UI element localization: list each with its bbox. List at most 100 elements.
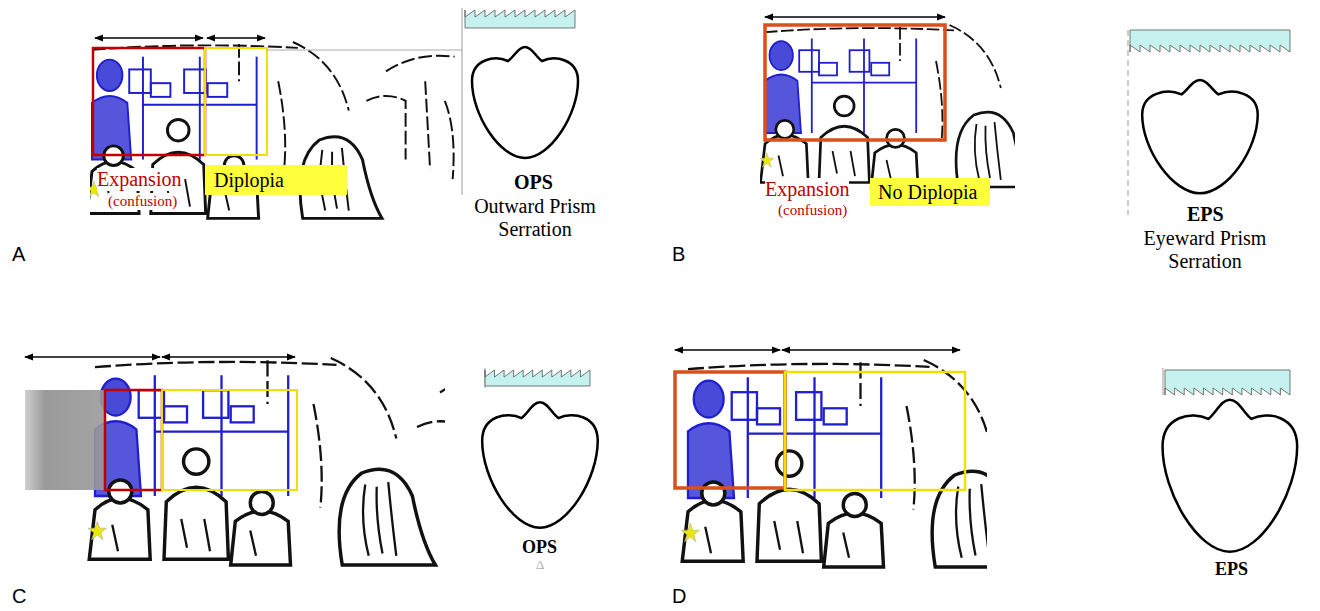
hatch-stroke bbox=[388, 482, 396, 556]
sketch-line bbox=[278, 81, 285, 169]
highlight-box: No Diplopia bbox=[870, 178, 990, 206]
sketch-line bbox=[445, 101, 454, 179]
scene-photo bbox=[681, 360, 987, 567]
prism-segment bbox=[1165, 370, 1290, 395]
hatch-stroke bbox=[204, 519, 210, 551]
passenger bbox=[231, 511, 291, 565]
sketch-line bbox=[765, 28, 954, 32]
window bbox=[796, 392, 821, 420]
scotoma-shade bbox=[25, 390, 105, 490]
window bbox=[184, 69, 206, 93]
scene-sketch bbox=[88, 358, 445, 565]
window bbox=[850, 50, 870, 72]
passenger bbox=[761, 135, 809, 183]
star-mark bbox=[760, 153, 774, 167]
window-frame bbox=[220, 375, 222, 496]
prism-segment bbox=[485, 370, 590, 386]
guide-line bbox=[267, 50, 462, 51]
hatch-stroke bbox=[851, 151, 856, 176]
guide-line bbox=[1163, 368, 1164, 395]
hatch-stroke bbox=[112, 525, 118, 551]
panel-letter: C bbox=[12, 585, 26, 608]
sketch-line bbox=[950, 25, 1001, 88]
field-box bbox=[93, 48, 205, 155]
hatch-stroke bbox=[975, 124, 979, 180]
field-box bbox=[162, 390, 297, 490]
window bbox=[129, 69, 151, 93]
extent-arrow bbox=[95, 37, 203, 38]
hatch-stroke bbox=[985, 126, 990, 178]
passenger bbox=[757, 489, 821, 561]
hatch-stroke bbox=[981, 484, 987, 558]
prism-caption: EPS bbox=[1187, 203, 1224, 226]
sketch-line bbox=[907, 406, 915, 510]
window-frame bbox=[812, 82, 916, 84]
field-caption: (confusion) bbox=[108, 193, 177, 210]
window-frame bbox=[915, 39, 917, 134]
sketch-line bbox=[314, 404, 322, 508]
scene-photo bbox=[90, 42, 455, 218]
extent-arrow bbox=[207, 37, 265, 38]
prism-caption: Outward Prism Serration bbox=[460, 195, 610, 241]
hatch-stroke bbox=[887, 160, 892, 180]
panel-letter: A bbox=[12, 243, 25, 266]
extent-arrow bbox=[765, 16, 945, 17]
window-frame bbox=[143, 104, 257, 106]
window bbox=[231, 406, 254, 422]
hatch-stroke bbox=[363, 485, 369, 556]
window-frame bbox=[287, 375, 289, 496]
window bbox=[203, 390, 228, 418]
field-caption: Expansion bbox=[97, 168, 181, 191]
star-mark bbox=[681, 523, 699, 541]
scene-photo bbox=[88, 358, 445, 565]
passenger-head bbox=[776, 120, 794, 138]
sketch-line bbox=[425, 81, 430, 169]
scene-sketch bbox=[90, 42, 455, 218]
hatch-stroke bbox=[377, 487, 383, 554]
panel-letter: D bbox=[672, 585, 686, 608]
window bbox=[819, 63, 837, 76]
window bbox=[757, 408, 780, 424]
sketch-line bbox=[386, 56, 455, 72]
field-box bbox=[675, 372, 785, 488]
sketch-line bbox=[366, 96, 405, 160]
hatch-stroke bbox=[970, 489, 976, 556]
window bbox=[824, 408, 847, 424]
sketch-line bbox=[293, 42, 349, 111]
sketch-line bbox=[238, 44, 240, 81]
passenger-head bbox=[843, 493, 866, 516]
head-outline bbox=[482, 402, 598, 527]
window-frame bbox=[142, 57, 144, 160]
sketch-line bbox=[331, 358, 397, 439]
window-frame bbox=[748, 432, 881, 434]
star-mark bbox=[88, 521, 106, 539]
field-caption: (confusion) bbox=[778, 202, 847, 219]
hatch-stroke bbox=[774, 521, 780, 550]
passenger bbox=[819, 126, 869, 182]
scene-photo bbox=[760, 25, 1015, 187]
guide-line bbox=[1128, 30, 1129, 215]
passenger bbox=[956, 112, 1015, 187]
passenger-head bbox=[777, 451, 802, 476]
prism-caption: OPS bbox=[514, 171, 553, 194]
hatch-stroke bbox=[995, 122, 1001, 180]
passenger bbox=[932, 471, 987, 567]
blue-person-head bbox=[694, 381, 724, 418]
window bbox=[164, 406, 187, 422]
passenger-head bbox=[184, 449, 209, 474]
field-caption: Expansion bbox=[765, 178, 849, 201]
field-box bbox=[205, 48, 267, 155]
sketch-line bbox=[440, 374, 445, 392]
blue-person-head bbox=[97, 60, 122, 91]
window-frame bbox=[811, 39, 813, 134]
sketch-line bbox=[859, 362, 861, 406]
window-frame bbox=[880, 377, 882, 498]
scene-sketch bbox=[760, 25, 1015, 187]
hatch-stroke bbox=[833, 151, 838, 174]
field-box bbox=[765, 25, 945, 140]
prism-segment bbox=[465, 10, 575, 28]
sketch-line bbox=[899, 27, 901, 61]
box-text: Diplopia bbox=[214, 169, 284, 192]
prism-caption: OPS bbox=[522, 537, 557, 558]
